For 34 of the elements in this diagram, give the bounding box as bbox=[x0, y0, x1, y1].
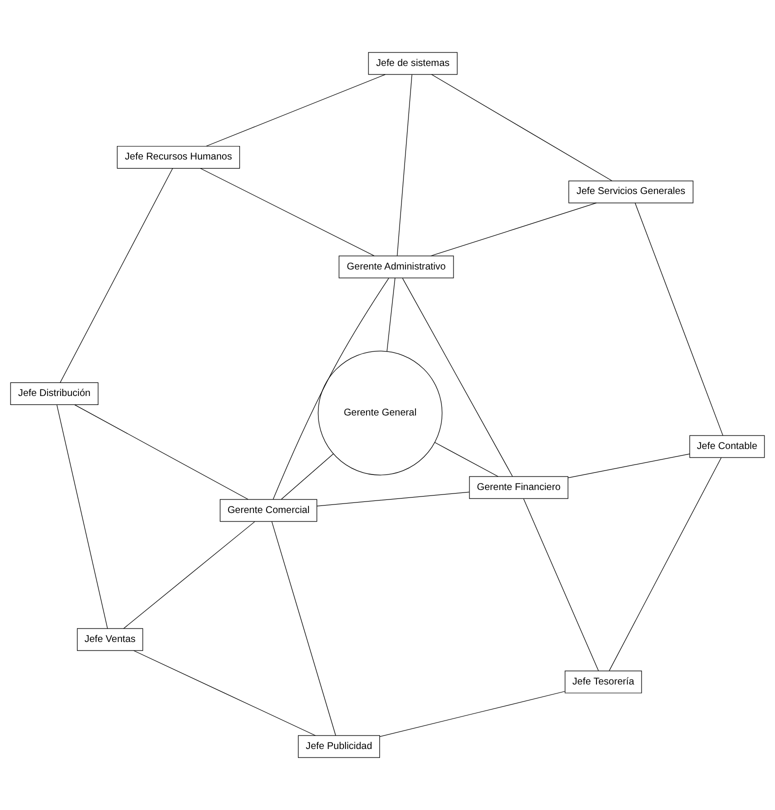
connector bbox=[56, 404, 108, 629]
connector bbox=[206, 74, 386, 147]
node-box: Jefe Tesorería bbox=[564, 670, 642, 694]
connector bbox=[74, 404, 248, 500]
node-box: Jefe Distribución bbox=[10, 382, 98, 406]
connector bbox=[272, 521, 336, 736]
node-circle: Gerente General bbox=[318, 350, 442, 476]
connector bbox=[60, 168, 173, 383]
connector bbox=[386, 278, 396, 352]
node-box: Gerente Administrativo bbox=[338, 256, 454, 278]
connector bbox=[608, 457, 722, 671]
connector bbox=[434, 442, 498, 477]
connector bbox=[430, 202, 597, 256]
node-box: Jefe Recursos Humanos bbox=[116, 146, 240, 169]
connector bbox=[280, 453, 334, 500]
connector bbox=[431, 74, 612, 182]
connector bbox=[568, 454, 690, 478]
connector bbox=[272, 278, 390, 500]
node-box: Jefe Servicios Generales bbox=[568, 180, 694, 204]
connector bbox=[402, 278, 513, 477]
connector bbox=[396, 74, 412, 256]
connector bbox=[634, 202, 724, 436]
node-box: Jefe Contable bbox=[689, 435, 765, 458]
connector bbox=[523, 498, 599, 672]
connector bbox=[316, 492, 470, 506]
connector bbox=[380, 691, 566, 737]
connector bbox=[133, 650, 316, 736]
connector bbox=[200, 168, 374, 256]
node-box: Jefe de sistemas bbox=[368, 52, 458, 75]
connector bbox=[123, 521, 256, 629]
node-box: Gerente Financiero bbox=[469, 476, 568, 499]
node-box: Gerente Comercial bbox=[220, 499, 318, 522]
node-box: Jefe Publicidad bbox=[298, 735, 380, 758]
node-box: Jefe Ventas bbox=[76, 628, 144, 651]
